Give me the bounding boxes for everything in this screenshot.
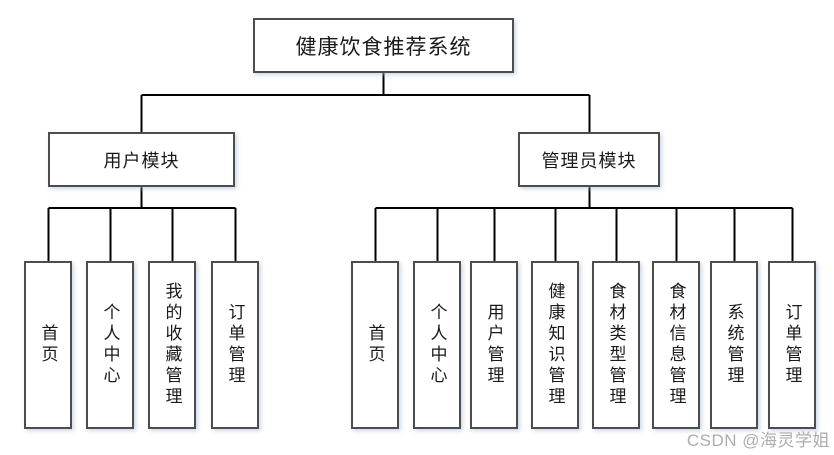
leaf-admin-ingredient-info: 食材信息管理	[652, 261, 700, 429]
leaf-admin-order-mgmt: 订单管理	[768, 261, 816, 429]
leaf-admin-home: 首页	[351, 261, 399, 429]
leaf-admin-user-mgmt: 用户管理	[470, 261, 518, 429]
leaf-admin-personal-center: 个人中心	[413, 261, 461, 429]
leaf-admin-health-knowledge: 健康知识管理	[531, 261, 579, 429]
leaf-admin-system-mgmt: 系统管理	[710, 261, 758, 429]
csdn-watermark: CSDN @海灵学姐	[686, 431, 830, 450]
module-node-user: 用户模块	[48, 132, 235, 187]
leaf-admin-ingredient-type: 食材类型管理	[592, 261, 640, 429]
leaf-user-personal-center: 个人中心	[86, 261, 134, 429]
module-node-admin: 管理员模块	[518, 132, 660, 187]
leaf-user-order-mgmt: 订单管理	[211, 261, 259, 429]
root-node-title: 健康饮食推荐系统	[253, 18, 514, 73]
leaf-user-home: 首页	[24, 261, 72, 429]
leaf-user-favorites-mgmt: 我的收藏管理	[148, 261, 196, 429]
